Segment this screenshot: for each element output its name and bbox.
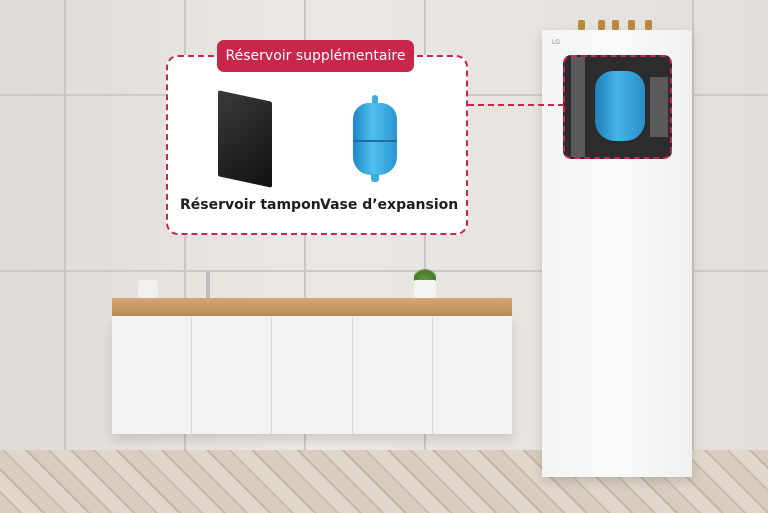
expansion-vessel-icon <box>353 103 397 175</box>
pipe-fitting <box>645 20 652 30</box>
unit-interior-view <box>563 55 672 159</box>
callout-connector-line <box>468 104 564 106</box>
tile-joint <box>0 270 768 272</box>
cabinet-door <box>112 316 193 434</box>
pipe-fitting <box>612 20 619 30</box>
caption-expansion-vessel: Vase d’expansion <box>320 197 459 213</box>
lg-logo: LG <box>552 39 560 46</box>
tile-joint <box>64 0 66 452</box>
expansion-vessel-icon <box>372 95 378 105</box>
faucet <box>206 272 210 298</box>
cabinet-door <box>272 316 353 434</box>
cabinet-door <box>433 316 512 434</box>
caption-buffer-tank: Réservoir tampon <box>180 197 321 213</box>
cabinet-door <box>192 316 273 434</box>
wooden-countertop <box>112 298 512 316</box>
pipe-fitting <box>598 20 605 30</box>
vessel-seam <box>353 140 397 142</box>
pipe <box>571 57 585 157</box>
plant-pot <box>414 280 436 298</box>
expansion-vessel-installed <box>595 71 645 141</box>
pipe <box>650 77 668 137</box>
buffer-tank-icon <box>218 90 272 188</box>
pipe-fitting <box>578 20 585 30</box>
vanity-cabinet <box>112 316 512 434</box>
cabinet-door <box>353 316 433 434</box>
pipe-fitting <box>628 20 635 30</box>
vessel-outlet <box>371 174 379 182</box>
soap-bottle <box>138 280 158 298</box>
callout-title: Réservoir supplémentaire <box>217 40 414 72</box>
plant <box>414 266 436 282</box>
callout-box <box>166 55 468 235</box>
tile-joint <box>692 0 694 452</box>
